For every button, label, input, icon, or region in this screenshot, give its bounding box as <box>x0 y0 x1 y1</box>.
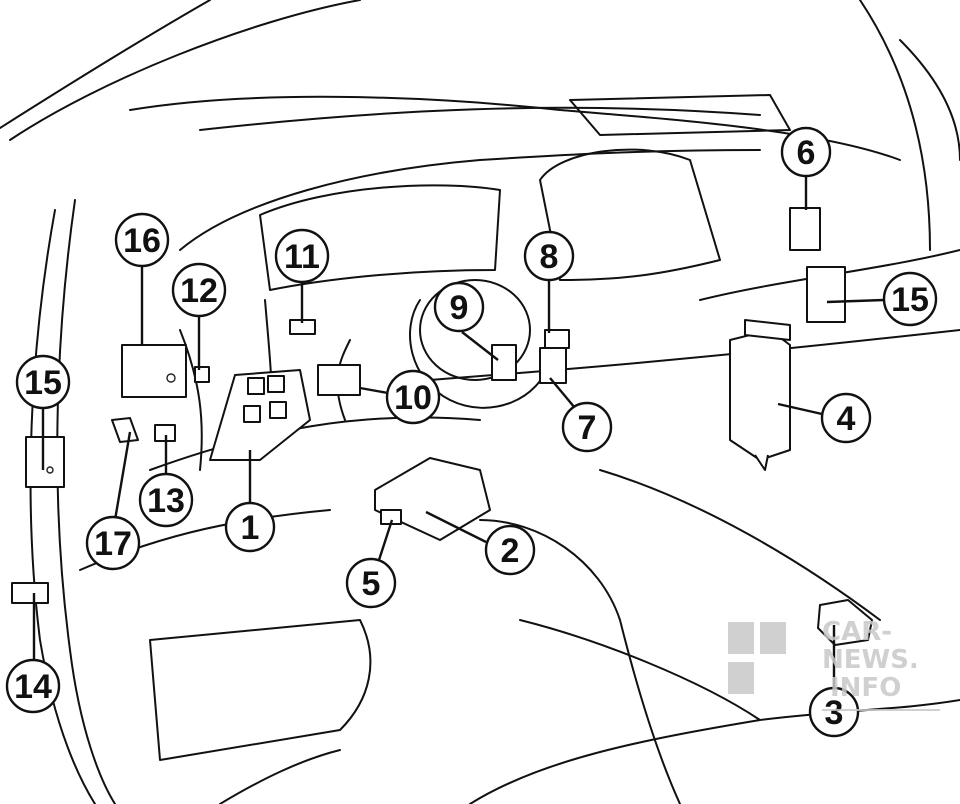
svg-text:12: 12 <box>180 272 218 310</box>
callout-7: 7 <box>561 401 613 453</box>
callout-12: 12 <box>171 262 227 318</box>
watermark: C N I CAR- NEWS. INFO <box>728 617 940 711</box>
callout-9: 9 <box>433 281 485 333</box>
component-17 <box>111 417 139 443</box>
callout-4: 4 <box>820 392 872 444</box>
leader-lines <box>32 172 885 690</box>
svg-text:7: 7 <box>578 409 597 447</box>
callout-2: 2 <box>484 524 536 576</box>
watermark-logo-block <box>728 662 754 694</box>
callout-1: 1 <box>224 501 276 553</box>
fuse <box>243 405 261 423</box>
watermark-logo-block <box>728 622 754 654</box>
component-7 <box>539 347 567 384</box>
component-15-right <box>806 266 846 323</box>
component-2 <box>374 457 491 541</box>
watermark-logo-letter: N <box>763 625 783 653</box>
callout-15-right: 15 <box>882 271 938 327</box>
callout-5: 5 <box>345 557 397 609</box>
callout-10: 10 <box>385 369 441 425</box>
svg-text:6: 6 <box>797 134 816 172</box>
svg-text:4: 4 <box>837 400 856 438</box>
component-9 <box>491 344 517 381</box>
callout-3: 3 <box>808 686 860 738</box>
fuse <box>247 377 265 395</box>
svg-text:2: 2 <box>501 532 520 570</box>
component-4-tab <box>754 454 769 471</box>
callout-13: 13 <box>138 472 194 528</box>
svg-text:15: 15 <box>891 281 929 319</box>
component-15-hole <box>46 466 54 474</box>
component-4-bracket <box>744 319 791 341</box>
component-16 <box>121 344 187 398</box>
watermark-logo-letter: C <box>733 625 751 653</box>
watermark-logo-block <box>760 622 786 654</box>
components <box>11 207 873 646</box>
component-10 <box>317 364 361 396</box>
fuse <box>269 401 287 419</box>
svg-text:11: 11 <box>284 238 320 276</box>
svg-text:13: 13 <box>147 482 185 520</box>
component-16-hole <box>166 373 176 383</box>
callout-6: 6 <box>780 126 832 178</box>
svg-text:10: 10 <box>394 379 432 417</box>
component-14 <box>11 582 49 604</box>
callout-16: 16 <box>114 212 170 268</box>
svg-text:9: 9 <box>450 289 469 327</box>
svg-text:16: 16 <box>123 222 161 260</box>
component-3 <box>817 599 873 646</box>
watermark-text: CAR- <box>822 617 892 647</box>
component-6 <box>789 207 821 251</box>
component-15-left <box>25 436 65 488</box>
callout-14: 14 <box>5 658 61 714</box>
callout-17: 17 <box>85 515 141 571</box>
fuse <box>267 375 285 393</box>
callout-15-left: 15 <box>15 354 71 410</box>
svg-text:5: 5 <box>362 565 381 603</box>
watermark-logo-letter: I <box>738 666 747 694</box>
watermark-text: NEWS. <box>822 645 919 675</box>
watermark-text: INFO <box>830 673 901 703</box>
component-4 <box>729 329 791 461</box>
svg-text:3: 3 <box>825 694 844 732</box>
svg-text:15: 15 <box>24 364 62 402</box>
svg-text:17: 17 <box>94 525 132 563</box>
callout-8: 8 <box>523 230 575 282</box>
component-12 <box>194 366 210 383</box>
svg-text:14: 14 <box>14 668 52 706</box>
callout-11: 11 <box>274 228 330 284</box>
svg-text:1: 1 <box>241 509 260 547</box>
svg-text:8: 8 <box>540 238 559 276</box>
